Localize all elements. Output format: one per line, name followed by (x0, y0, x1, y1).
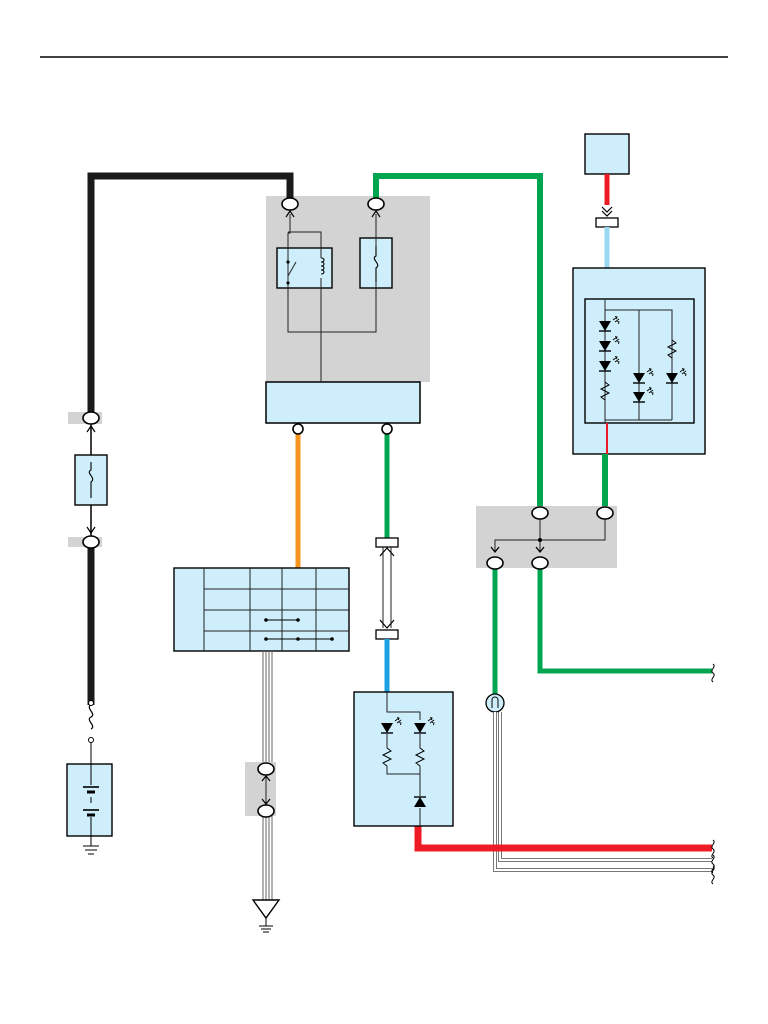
top-source-box (584, 133, 630, 175)
ground-icon (251, 899, 281, 933)
wire-black-battery-feed (87, 172, 294, 418)
wire-green-relay-to-junction (373, 173, 543, 510)
fusible-link-icon (88, 700, 94, 764)
connector-icon (82, 197, 614, 818)
led-array (599, 300, 687, 423)
fuse-icon (359, 237, 393, 289)
ground-icon (83, 836, 99, 855)
connector-upper (375, 537, 399, 548)
bulb-icon (485, 693, 505, 713)
led-module-inner (584, 298, 695, 424)
fuse-icon (74, 454, 108, 506)
wire-green-to-right-edge (537, 568, 712, 674)
switch-icon (173, 567, 350, 652)
led-module-lower (353, 691, 454, 827)
wire-red-bottom-feed (414, 826, 712, 852)
control-module-box (265, 381, 421, 424)
junction-block-top (266, 196, 430, 382)
led-diode-icon (381, 692, 435, 826)
connector-lower (375, 629, 399, 640)
connector-top-feed (595, 217, 619, 228)
battery-icon (66, 763, 113, 837)
relay-icon (276, 247, 333, 289)
wire-break-marks (711, 663, 715, 885)
